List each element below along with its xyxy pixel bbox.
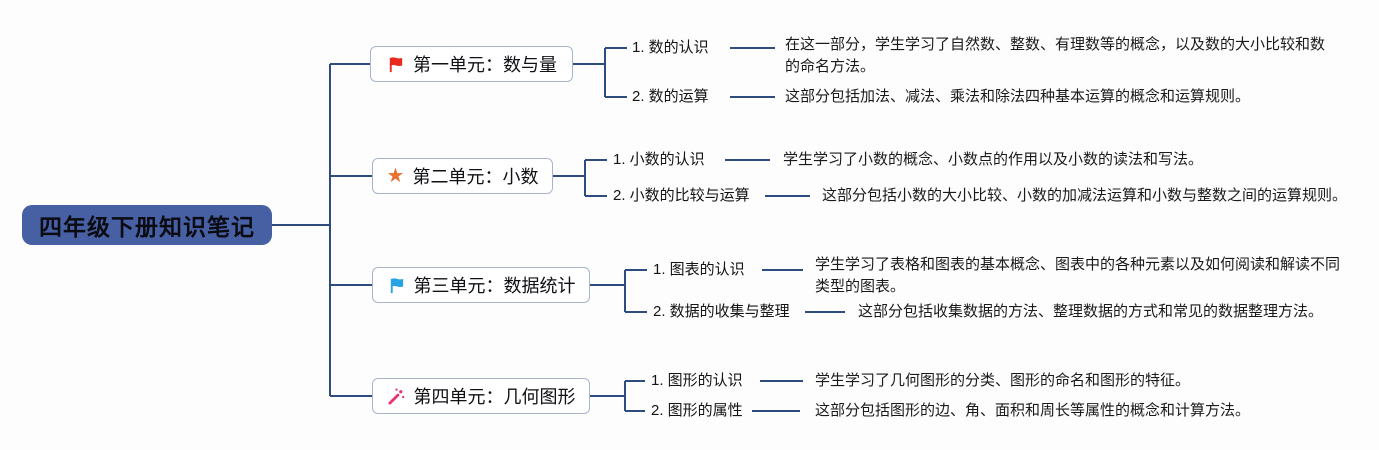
topic-description[interactable]: 这部分包括小数的大小比较、小数的加减法运算和小数与整数之间的运算规则。 (822, 187, 1348, 204)
topic-description[interactable]: 这部分包括收集数据的方法、整理数据的方式和常见的数据整理方法。 (858, 303, 1324, 320)
topic-node[interactable]: 1. 数的认识 (632, 39, 709, 56)
branch-node-unit4[interactable]: 第四单元：几何图形 (372, 378, 590, 414)
flag-icon (386, 55, 405, 74)
magic-wand-icon (387, 387, 406, 406)
topic-node[interactable]: 2. 数据的收集与整理 (653, 303, 790, 320)
topic-description[interactable]: 学生学习了表格和图表的基本概念、图表中的各种元素以及如何阅读和解读不同类型的图表… (815, 256, 1341, 295)
topic-description[interactable]: 这部分包括图形的边、角、面积和周长等属性的概念和计算方法。 (815, 402, 1251, 419)
branch-node-unit3[interactable]: 第三单元：数据统计 (372, 267, 590, 303)
topic-node[interactable]: 1. 图形的认识 (651, 372, 743, 389)
branch-node-unit2[interactable]: ★ 第二单元：小数 (372, 158, 553, 194)
branch-label: 第四单元：几何图形 (413, 387, 576, 407)
flag-icon (387, 276, 406, 295)
topic-description[interactable]: 这部分包括加法、减法、乘法和除法四种基本运算的概念和运算规则。 (785, 88, 1251, 105)
topic-description[interactable]: 学生学习了几何图形的分类、图形的命名和图形的特征。 (815, 372, 1191, 389)
topic-node[interactable]: 1. 图表的认识 (653, 261, 745, 278)
root-node[interactable]: 四年级下册知识笔记 (22, 205, 272, 245)
topic-node[interactable]: 1. 小数的认识 (613, 151, 705, 168)
branch-label: 第一单元：数与量 (413, 55, 557, 75)
topic-node[interactable]: 2. 数的运算 (632, 88, 709, 105)
topic-node[interactable]: 2. 小数的比较与运算 (613, 187, 750, 204)
branch-label: 第三单元：数据统计 (413, 276, 576, 296)
topic-description[interactable]: 学生学习了小数的概念、小数点的作用以及小数的读法和写法。 (783, 151, 1204, 168)
topic-node[interactable]: 2. 图形的属性 (651, 402, 743, 419)
topic-description[interactable]: 在这一部分，学生学习了自然数、整数、有理数等的概念，以及数的大小比较和数的命名方… (785, 36, 1326, 75)
branch-node-unit1[interactable]: 第一单元：数与量 (370, 46, 573, 82)
star-icon: ★ (386, 165, 405, 187)
branch-label: 第二单元：小数 (412, 167, 539, 187)
root-title: 四年级下册知识笔记 (39, 214, 255, 240)
